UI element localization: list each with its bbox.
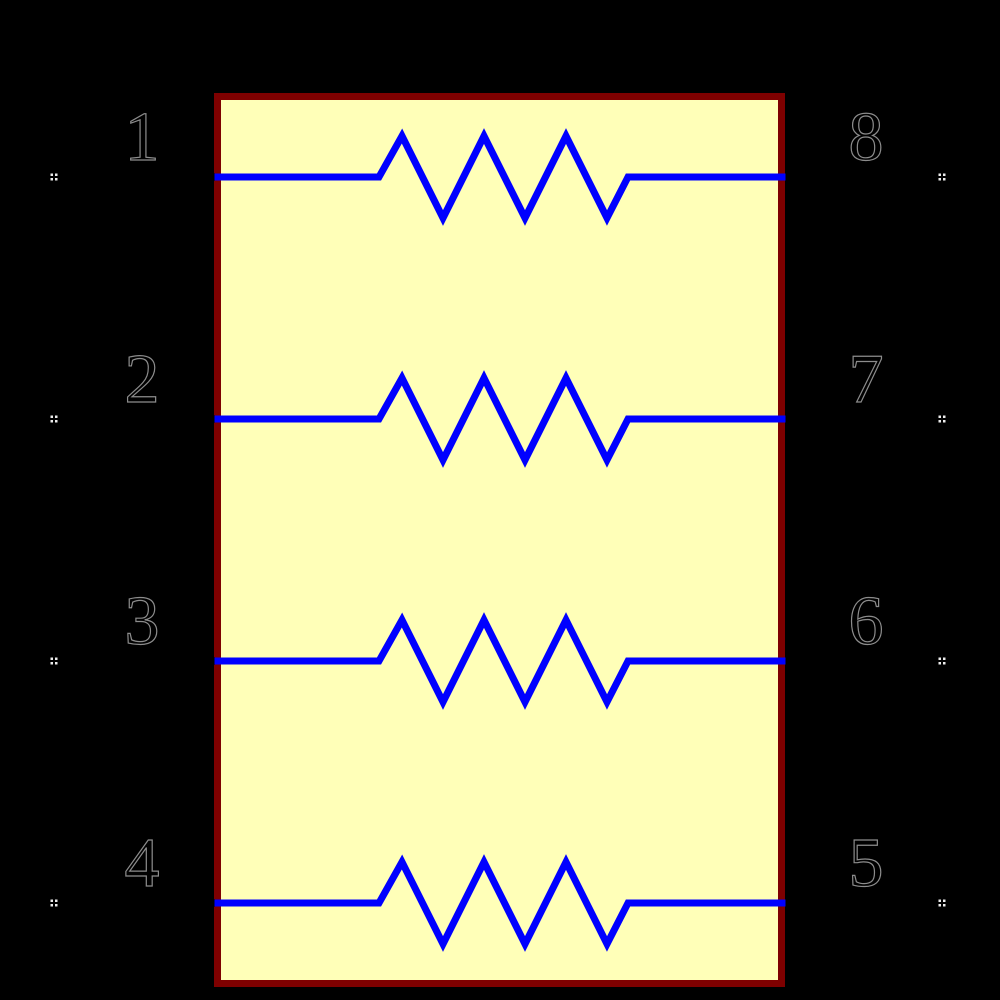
resistor-symbol-4: [214, 854, 786, 952]
resistor-network-body: [214, 93, 785, 987]
net-endpoint-marker: [50, 173, 58, 181]
pin-label-right-8: 8: [849, 99, 884, 176]
net-endpoint-marker: [938, 657, 946, 665]
net-endpoint-markers: [50, 173, 946, 907]
pin-end-stub: [206, 415, 215, 423]
net-endpoint-marker: [938, 173, 946, 181]
pin-label-right-5: 5: [849, 825, 884, 902]
pin-label-right-7: 7: [849, 341, 884, 418]
pin-end-stub: [206, 173, 215, 181]
resistor-symbol-2: [214, 370, 786, 468]
pin-end-stub: [785, 657, 794, 665]
pin-end-stub: [785, 173, 794, 181]
pin-label-right-6: 6: [849, 583, 884, 660]
pin-end-stub: [206, 899, 215, 907]
pin-label-left-3: 3: [125, 583, 160, 660]
pin-end-stubs: [206, 173, 794, 907]
net-endpoint-marker: [50, 657, 58, 665]
pin-label-left-2: 2: [125, 341, 160, 418]
net-endpoint-marker: [938, 415, 946, 423]
pin-end-stub: [785, 415, 794, 423]
resistor-symbol-3: [214, 612, 786, 710]
resistor-symbol-1: [214, 128, 786, 226]
net-endpoint-marker: [50, 415, 58, 423]
net-endpoint-marker: [938, 899, 946, 907]
pin-label-left-1: 1: [125, 99, 160, 176]
pin-end-stub: [785, 899, 794, 907]
pin-end-stub: [206, 657, 215, 665]
net-endpoint-marker: [50, 899, 58, 907]
pin-label-left-4: 4: [125, 825, 160, 902]
